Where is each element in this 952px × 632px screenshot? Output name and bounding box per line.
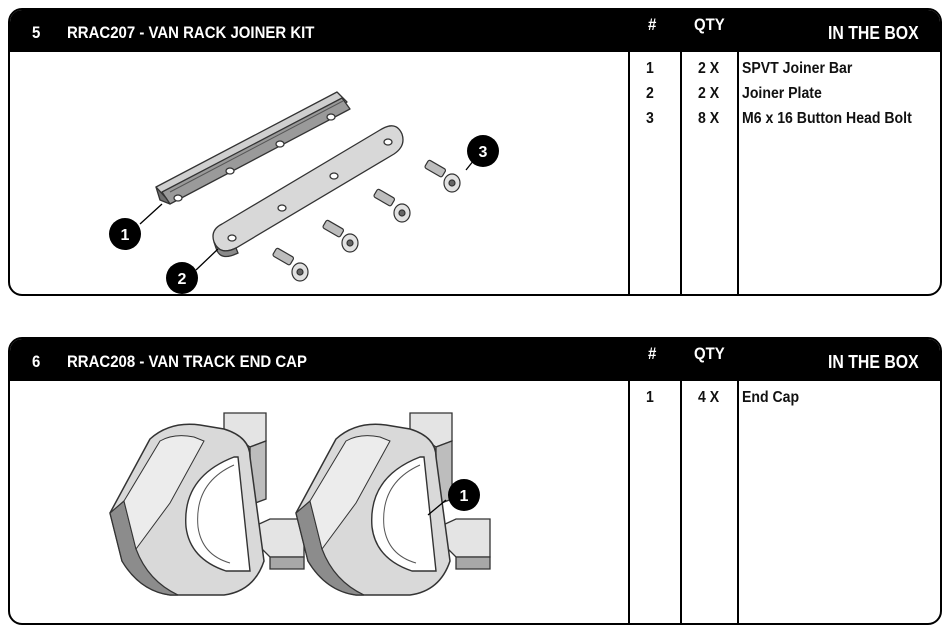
column-header-number: # [648,344,657,363]
kit-panel-rrac208: 6 RRAC208 - VAN TRACK END CAP # QTY IN T… [8,337,942,625]
callout-2: 2 [166,262,198,294]
callout-3: 3 [467,135,499,167]
kit-header: 5 RRAC207 - VAN RACK JOINER KIT # QTY IN… [10,10,940,52]
column-header-qty: QTY [694,15,725,34]
item-qty: 8 X [698,110,720,127]
item-description: Joiner Plate [742,85,822,102]
item-description: M6 x 16 Button Head Bolt [742,110,912,127]
list-item: 2 2 X Joiner Plate [10,85,940,109]
section-number: 5 [32,23,41,42]
end-cap-illustration: 1 [109,412,491,596]
callout-1: 1 [448,479,480,511]
svg-text:1: 1 [460,488,469,505]
item-description: SPVT Joiner Bar [742,60,853,77]
column-divider [737,52,739,294]
kit-title: RRAC207 - VAN RACK JOINER KIT [67,23,315,42]
svg-text:2: 2 [178,271,187,288]
column-header-number: # [648,15,657,34]
column-divider [680,381,682,623]
column-header-in-the-box: IN THE BOX [828,23,919,43]
item-number: 1 [646,60,654,77]
svg-text:3: 3 [479,144,488,161]
column-header-in-the-box: IN THE BOX [828,352,919,372]
column-divider [628,381,630,623]
kit-header: 6 RRAC208 - VAN TRACK END CAP # QTY IN T… [10,339,940,381]
callout-1: 1 [109,218,141,250]
joiner-bar-illustration [155,91,351,205]
list-item: 1 4 X End Cap [10,389,940,413]
kit-panel-rrac207: 5 RRAC207 - VAN RACK JOINER KIT # QTY IN… [8,8,942,296]
item-qty: 4 X [698,389,720,406]
bolt-illustration [424,159,461,193]
item-qty: 2 X [698,85,720,102]
bolt-illustration [272,247,309,282]
column-header-qty: QTY [694,344,725,363]
list-item: 1 2 X SPVT Joiner Bar [10,60,940,84]
bolt-illustration [373,188,411,223]
item-qty: 2 X [698,60,720,77]
column-divider [737,381,739,623]
column-divider [628,52,630,294]
column-divider [680,52,682,294]
item-number: 2 [646,85,654,102]
svg-text:1: 1 [121,227,130,244]
list-item: 3 8 X M6 x 16 Button Head Bolt [10,110,940,134]
section-number: 6 [32,352,41,371]
joiner-kit-illustration: 1 2 3 [109,91,499,294]
item-description: End Cap [742,389,800,406]
joiner-plate-illustration [212,125,404,258]
bolt-illustration [322,219,359,253]
end-cap-illustration-left [109,412,305,596]
item-number: 1 [646,389,654,406]
kit-title: RRAC208 - VAN TRACK END CAP [67,352,307,371]
item-number: 3 [646,110,654,127]
